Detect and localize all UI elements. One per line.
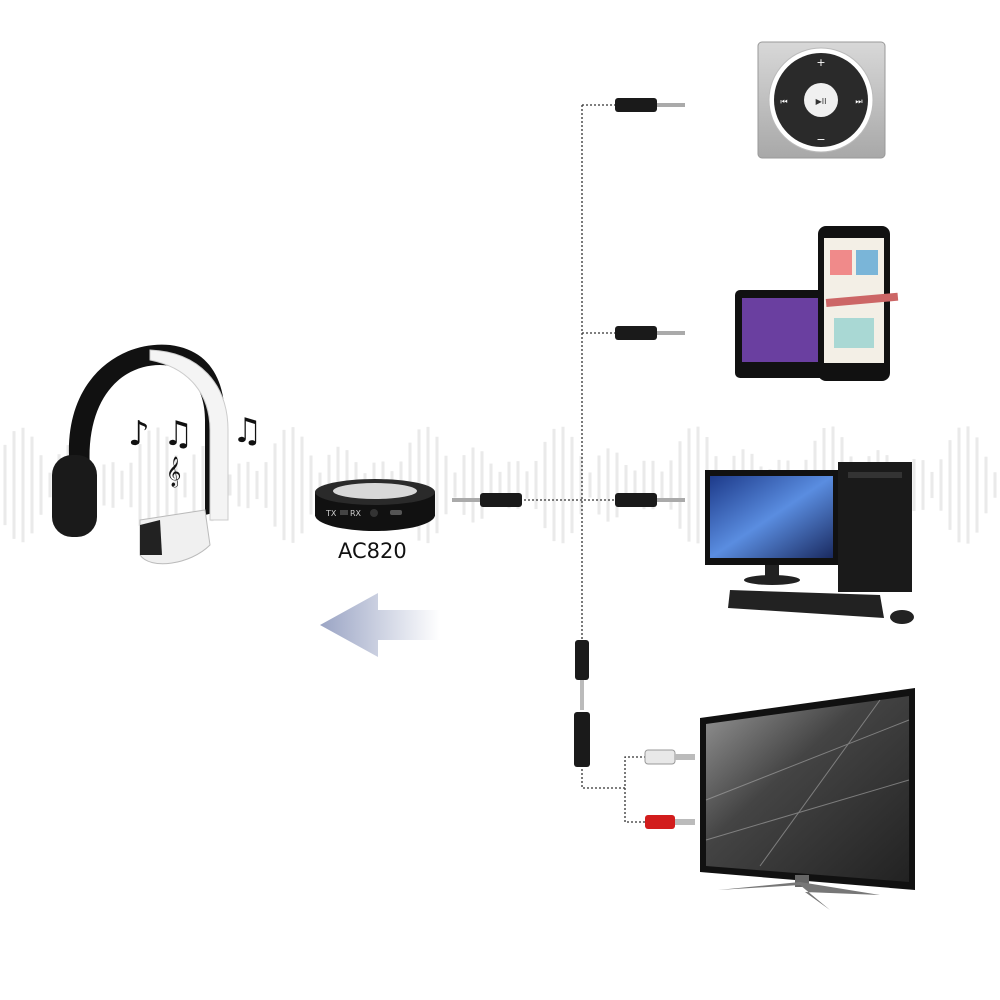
volume-down-icon: −: [816, 133, 825, 146]
next-icon: ⏭: [855, 97, 862, 106]
ac820-device: TX RX: [315, 479, 435, 531]
music-note-icon: ♫: [232, 411, 262, 451]
headphones-image: [52, 344, 229, 565]
desktop-pc-image: [705, 462, 914, 624]
audio-jack-plug: [615, 326, 685, 340]
rx-label: RX: [350, 509, 362, 518]
connection-lines: [520, 104, 645, 823]
tx-rx-switch: [340, 510, 348, 515]
music-note-icon: ♪: [128, 414, 150, 454]
rca-plug-white: [644, 749, 695, 765]
play-pause-icon: ▶II: [816, 97, 827, 106]
volume-up-icon: +: [816, 56, 825, 69]
ipod-shuffle-image: + − ⏮ ⏭ ▶II: [757, 41, 886, 159]
previous-icon: ⏮: [780, 97, 787, 106]
music-notes: ♪ ♫ 𝄞 ♫: [128, 411, 262, 488]
audio-jack-plug: [615, 493, 685, 507]
audio-jack-plug: [615, 98, 685, 112]
treble-clef-icon: 𝄞: [166, 456, 181, 488]
tx-label: TX: [325, 509, 337, 518]
device-model-label: AC820: [338, 539, 407, 563]
rca-plug-red: [645, 815, 695, 829]
tablets-image: [735, 226, 899, 381]
tv-image: [700, 688, 915, 910]
direction-arrow: [320, 593, 440, 657]
audio-jack-plug: [452, 493, 522, 507]
adapter-plug: [574, 640, 590, 767]
music-note-icon: ♫: [163, 414, 193, 454]
